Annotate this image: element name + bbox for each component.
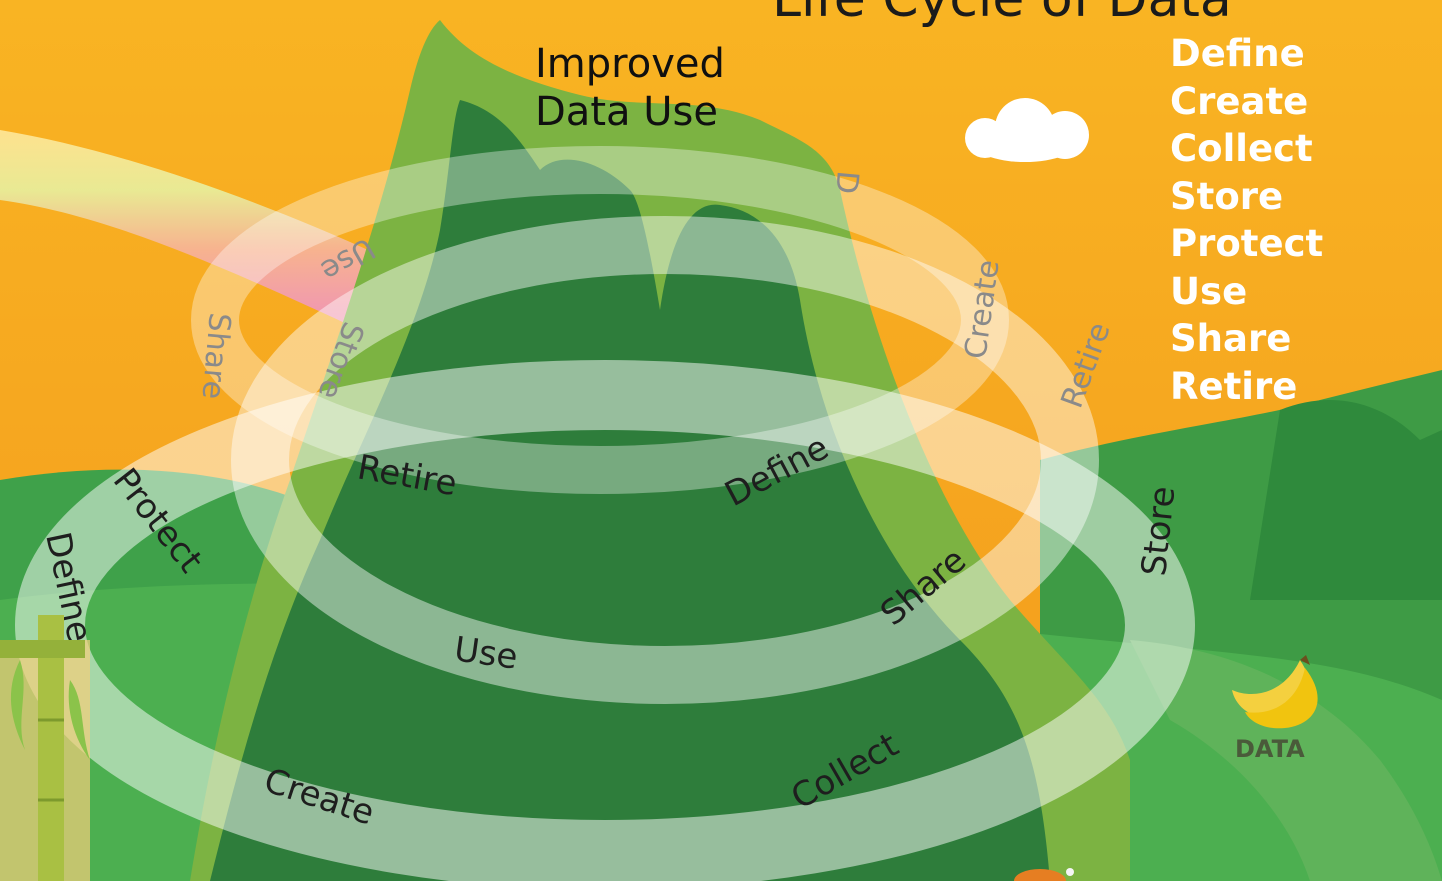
diagram-title: Life Cycle of Data	[772, 0, 1232, 29]
background-peak-right	[1250, 400, 1442, 600]
spiral-label-use: Use	[452, 629, 520, 677]
stage-item: Share	[1170, 317, 1292, 360]
stage-item: Protect	[1170, 222, 1324, 265]
flower-icon	[1014, 868, 1074, 881]
banana-bunch-icon	[1232, 655, 1318, 729]
spiral-label-store: Store	[1134, 484, 1183, 578]
peak-label-line2: Data Use	[535, 89, 718, 135]
stage-item: Store	[1170, 174, 1284, 218]
stage-item: Create	[1170, 79, 1309, 123]
spiral-label-share-far: Share	[194, 311, 236, 400]
bamboo-post	[0, 615, 90, 881]
rainbow	[0, 130, 390, 330]
stage-item: Collect	[1170, 127, 1313, 170]
stage-list: Define Create Collect Store Protect Use …	[1170, 30, 1323, 410]
peak-label-line1: Improved	[535, 41, 725, 87]
path-trail	[1130, 640, 1442, 881]
stage-item: Use	[1170, 269, 1248, 313]
peak-label: Improved Data Use	[535, 40, 725, 136]
path-marker-label: DATA	[1235, 735, 1305, 763]
spiral-label-top-far: D	[828, 169, 865, 195]
stage-item: Retire	[1170, 364, 1298, 408]
cloud	[965, 98, 1089, 162]
stage-item: Define	[1170, 32, 1305, 75]
mountain-shadow	[210, 100, 1050, 881]
